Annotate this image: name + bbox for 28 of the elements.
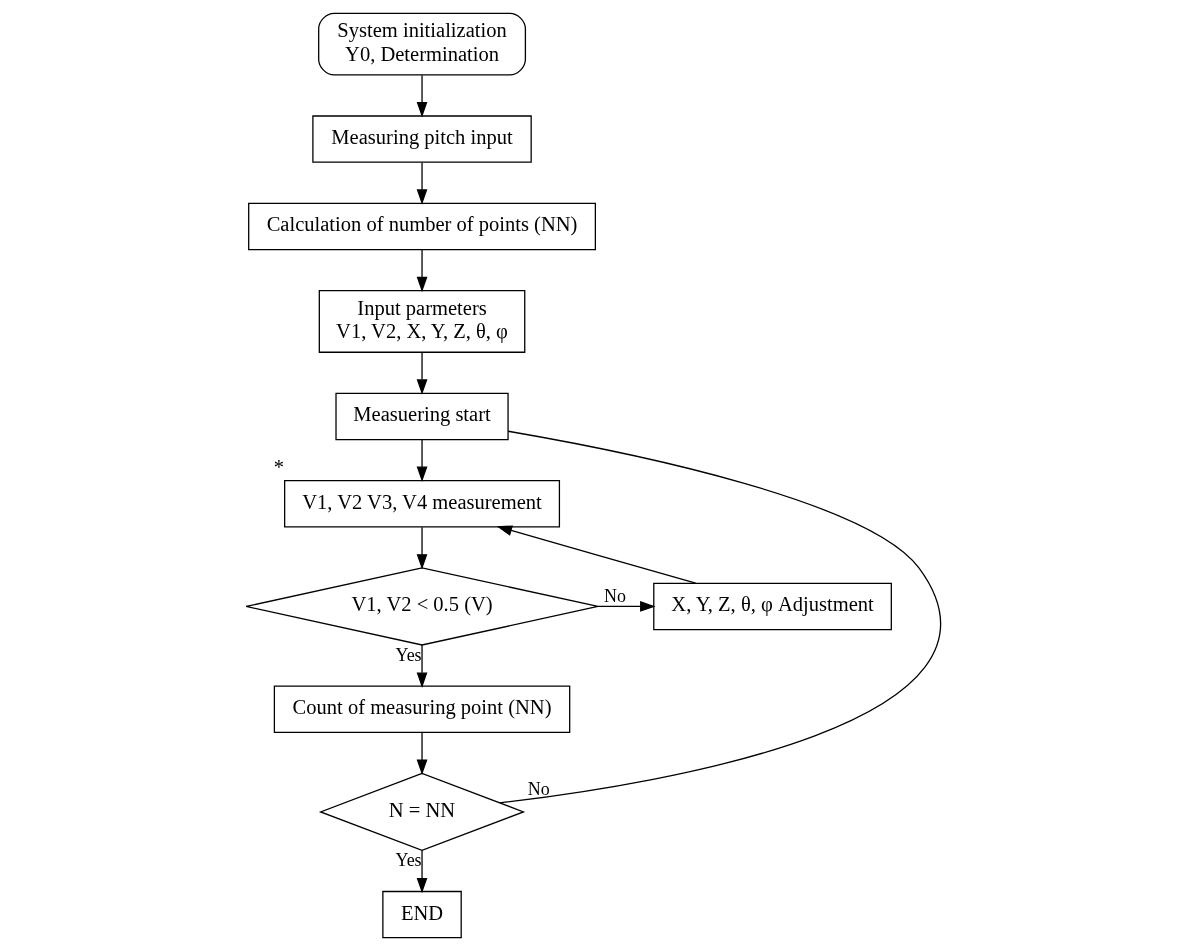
node-box: X, Y, Z, θ, φ Adjustment	[653, 582, 892, 631]
arrow	[416, 526, 428, 570]
arrow	[416, 732, 428, 776]
arrow	[416, 439, 428, 482]
arrow	[597, 601, 656, 612]
arrow	[416, 849, 428, 894]
edge-label: No	[604, 585, 626, 606]
arrow	[416, 74, 428, 118]
arrow	[416, 162, 428, 205]
node-box: Measuering start	[335, 392, 509, 441]
edge-label: Yes	[395, 849, 422, 870]
node-diamond: V1, V2 < 0.5 (V)	[245, 567, 599, 646]
node-label: *	[273, 455, 285, 478]
edge-label: Yes	[395, 644, 422, 665]
connector	[499, 430, 940, 804]
node-box: Count of measuring point (NN)	[273, 685, 571, 733]
node-diamond: N = NN	[318, 772, 526, 852]
node-box: Input parmeters V1, V2, X, Y, Z, θ, φ	[318, 289, 526, 353]
arrow	[416, 644, 428, 688]
node-box: END	[382, 890, 462, 939]
edge-label: No	[527, 778, 550, 799]
arrow	[416, 248, 428, 293]
arrow	[496, 525, 697, 584]
arrow	[416, 351, 428, 395]
node-box: System initialization Y0, Determination	[318, 12, 527, 76]
node-box: Measuring pitch input	[312, 115, 532, 163]
node-box: Calculation of number of points (NN)	[248, 202, 596, 251]
node-box: V1, V2 V3, V4 measurement	[284, 480, 561, 528]
